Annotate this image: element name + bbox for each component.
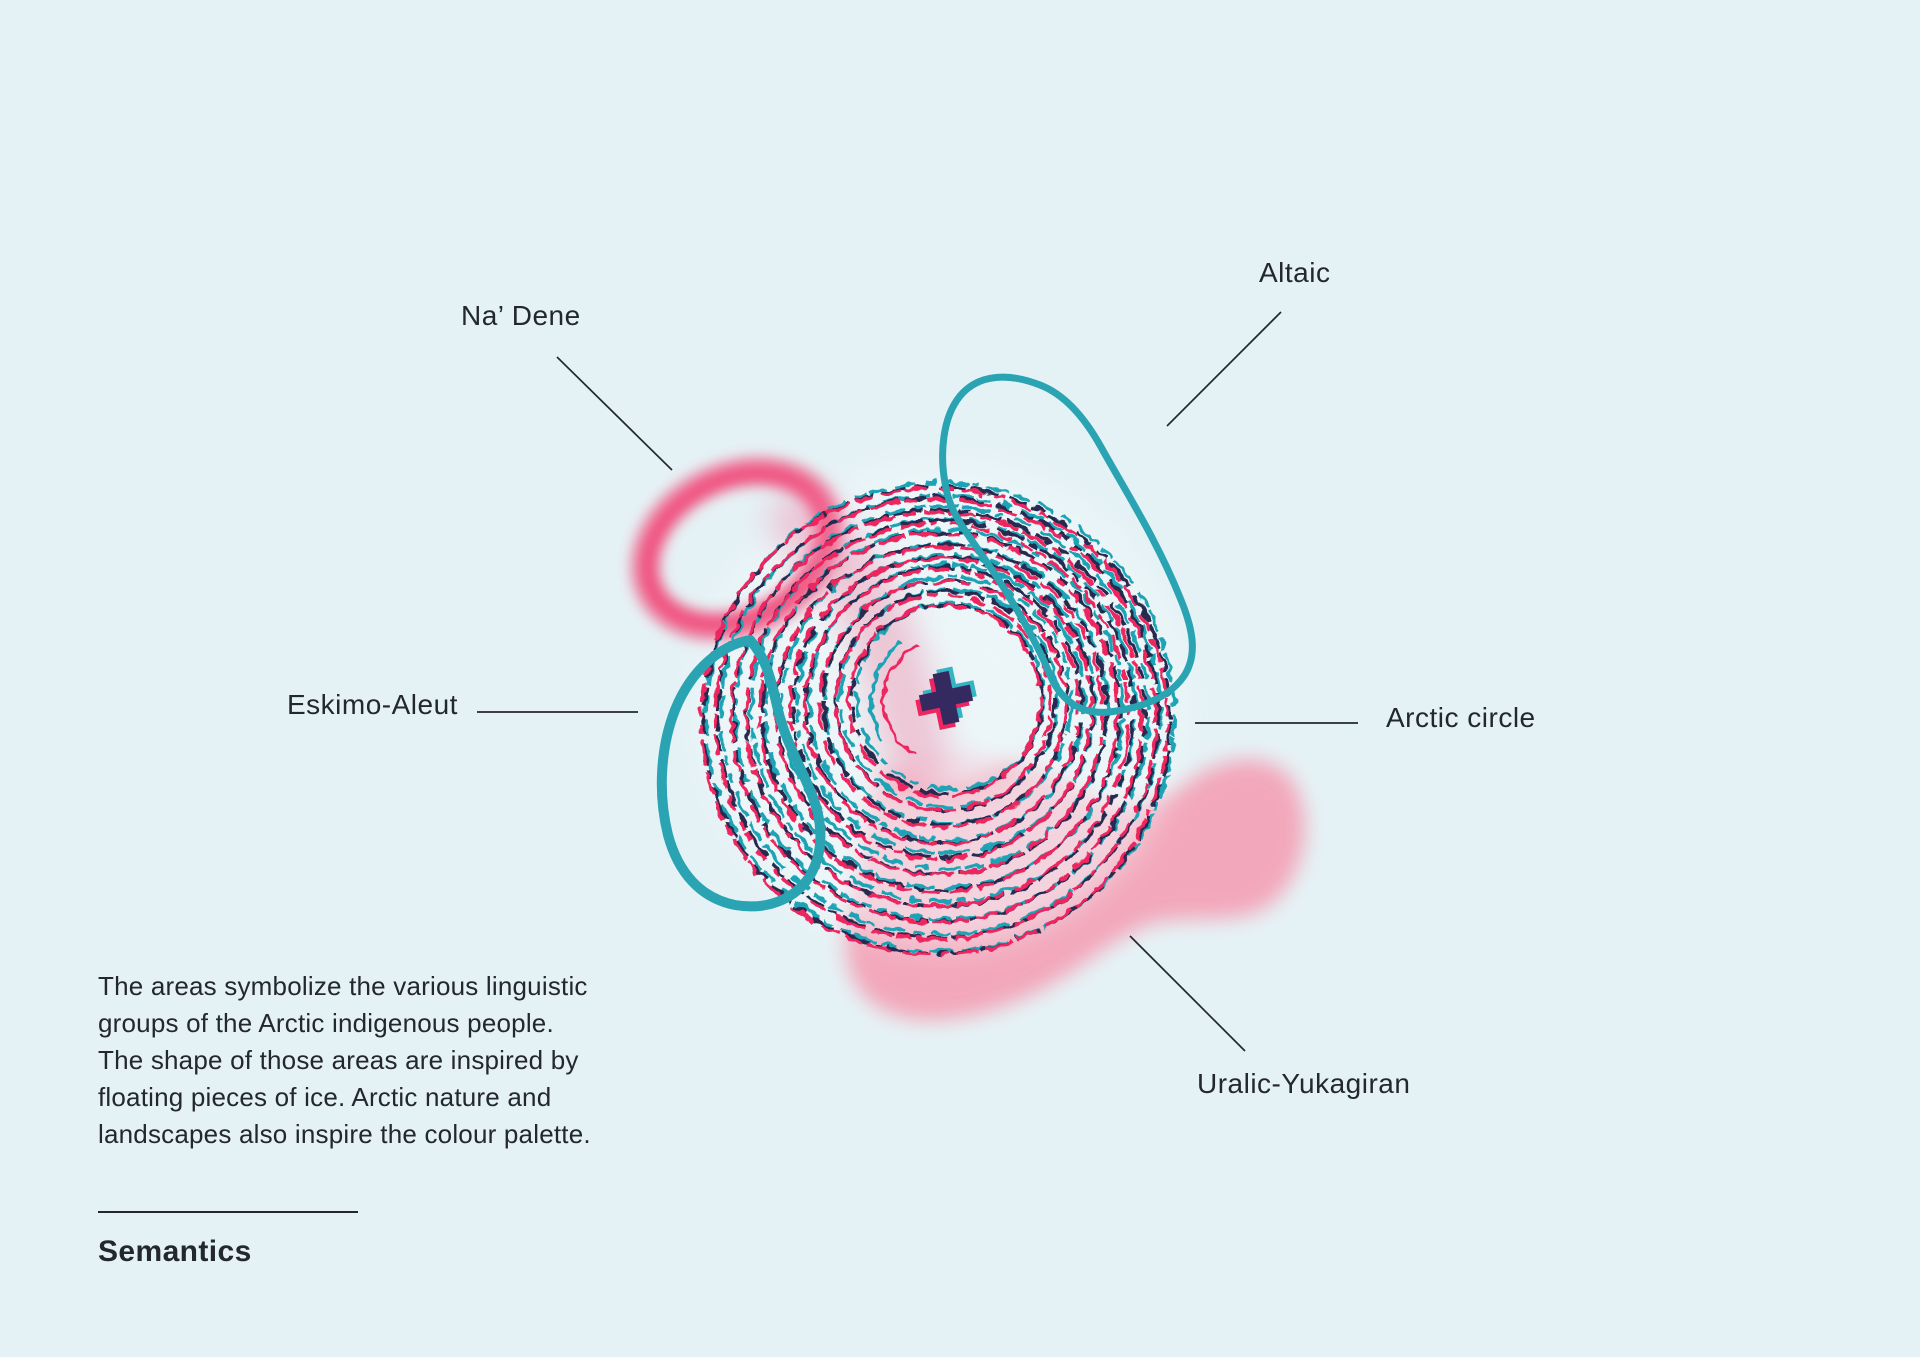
altaic-area-shape	[939, 373, 1196, 716]
description-paragraph: The areas symbolize the various linguist…	[98, 968, 591, 1153]
ring-stroke	[802, 568, 1081, 846]
leader-line-altaic	[1166, 311, 1282, 427]
description-line: landscapes also inspire the colour palet…	[98, 1119, 591, 1149]
section-title: Semantics	[98, 1235, 252, 1268]
ring-stroke	[847, 603, 1042, 798]
ring-stroke	[807, 562, 1087, 842]
description-line: floating pieces of ice. Arctic nature an…	[98, 1082, 552, 1112]
ring-stroke	[788, 556, 1093, 862]
ring-stroke	[763, 527, 1125, 890]
ring-stroke	[834, 589, 1058, 813]
description-line: The areas symbolize the various linguist…	[98, 971, 588, 1001]
leader-lines	[477, 311, 1358, 1052]
ring-stroke	[704, 480, 1177, 953]
label-na-dene: Na’ Dene	[461, 300, 581, 331]
ring-stroke	[854, 600, 1046, 791]
eskimo-aleut-area-shape	[656, 635, 826, 912]
ring-stroke	[744, 522, 1131, 908]
ring-stroke	[757, 532, 1119, 894]
label-arctic-circle: Arctic circle	[1386, 702, 1536, 733]
section-divider	[98, 1211, 358, 1213]
ring-stroke	[713, 497, 1158, 942]
label-uralic-yukagiran: Uralic-Yukagiran	[1197, 1068, 1411, 1099]
ring-stroke	[834, 593, 1053, 812]
label-eskimo-aleut: Eskimo-Aleut	[287, 689, 458, 720]
leader-line-uralic-yukagiran	[1129, 935, 1246, 1052]
ring-stroke	[733, 504, 1151, 921]
ring-stroke	[749, 517, 1137, 904]
plus-marker-icon	[915, 666, 977, 730]
leader-line-na-dene	[556, 356, 673, 471]
ring-stroke	[817, 579, 1068, 830]
ring-stroke	[774, 545, 1105, 877]
ring-stroke	[699, 486, 1170, 957]
ring-stroke	[729, 510, 1144, 924]
description-line: groups of the Arctic indigenous people.	[98, 1008, 554, 1038]
label-altaic: Altaic	[1259, 257, 1331, 288]
description-line: The shape of those areas are inspired by	[98, 1045, 579, 1075]
